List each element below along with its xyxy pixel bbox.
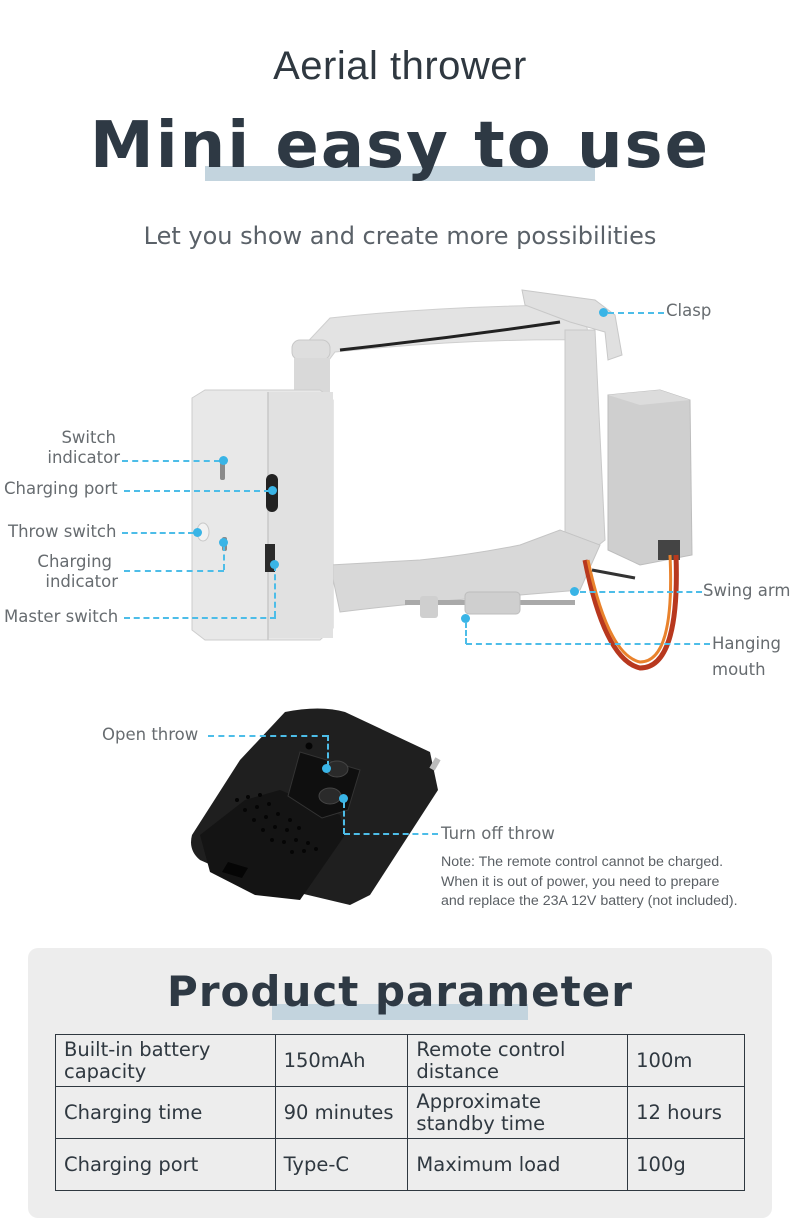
open-throw-leader-vertical	[327, 735, 329, 767]
label-turn-off-throw: Turn off throw	[441, 824, 555, 843]
param-key: Charging port	[55, 1138, 276, 1191]
open-throw-marker-dot	[322, 764, 331, 773]
label-charging-indicator-line1: Charging	[37, 552, 112, 571]
throw-switch-leader-line	[122, 532, 194, 534]
remote-control-illustration	[191, 708, 441, 905]
hero-title-block: Mini easy to use	[0, 108, 800, 188]
remote-control-diagram: Open throw Turn off throw Note: The remo…	[0, 700, 800, 940]
charging-port-marker-dot	[268, 486, 277, 495]
param-title-underline-highlight	[272, 1004, 528, 1020]
label-hanging-mouth-line2: mouth	[712, 660, 766, 679]
table-row: Charging time 90 minutes Approximate sta…	[55, 1086, 745, 1139]
charging-port-leader-line	[124, 490, 270, 492]
label-hanging-mouth-line1: Hanging	[712, 634, 781, 653]
turn-off-throw-leader-vertical	[343, 802, 345, 834]
param-key: Remote control distance	[407, 1034, 629, 1087]
turn-off-throw-leader-line	[344, 833, 438, 835]
hero-title: Mini easy to use	[90, 109, 710, 183]
master-switch-marker-dot	[270, 560, 279, 569]
param-key: Charging time	[55, 1086, 276, 1139]
label-master-switch: Master switch	[4, 607, 119, 626]
turn-off-throw-marker-dot	[339, 794, 348, 803]
param-key: Approximate standby time	[407, 1086, 629, 1139]
title-underline-highlight	[205, 166, 595, 181]
parameter-table: Built-in battery capacity 150mAh Remote …	[55, 1034, 745, 1191]
label-clasp: Clasp	[666, 301, 712, 320]
label-switch-indicator-line2: indicator	[47, 448, 120, 467]
charging-indicator-marker-dot	[219, 538, 228, 547]
master-switch-leader-vertical	[274, 565, 276, 617]
thrower-device-illustration	[191, 289, 693, 671]
switch-indicator-leader-line	[122, 460, 220, 462]
label-swing-arm: Swing arm	[703, 581, 791, 600]
hanging-mouth-marker-dot	[461, 614, 470, 623]
param-title-block: Product parameter	[28, 964, 772, 1024]
swing-arm-marker-dot	[570, 587, 579, 596]
label-charging-indicator-line2: indicator	[45, 572, 118, 591]
charging-indicator-leader-vertical	[223, 545, 225, 570]
table-row: Charging port Type-C Maximum load 100g	[55, 1138, 745, 1191]
open-throw-leader-line	[208, 735, 328, 737]
label-switch-indicator-line1: Switch	[61, 428, 116, 447]
param-value: 100m	[627, 1034, 745, 1087]
param-key: Built-in battery capacity	[55, 1034, 276, 1087]
label-charging-port: Charging port	[4, 479, 118, 498]
product-subtitle: Aerial thrower	[273, 44, 527, 88]
label-throw-switch: Throw switch	[8, 522, 117, 541]
label-open-throw: Open throw	[102, 725, 199, 744]
param-value: Type-C	[274, 1138, 409, 1191]
table-row: Built-in battery capacity 150mAh Remote …	[55, 1034, 745, 1087]
swing-arm-leader-line	[580, 591, 702, 593]
param-value: 90 minutes	[274, 1086, 409, 1139]
master-switch-leader-line	[124, 617, 276, 619]
clasp-marker-dot	[599, 308, 608, 317]
clasp-leader-line	[608, 312, 664, 314]
switch-indicator-marker-dot	[219, 456, 228, 465]
tagline: Let you show and create more possibiliti…	[143, 222, 657, 250]
product-parameter-panel: Product parameter Built-in battery capac…	[28, 948, 772, 1218]
charging-indicator-leader-line	[124, 570, 224, 572]
param-key: Maximum load	[407, 1138, 629, 1191]
hanging-mouth-leader-line	[466, 643, 710, 645]
param-value: 150mAh	[274, 1034, 409, 1087]
param-value: 12 hours	[627, 1086, 745, 1139]
param-title: Product parameter	[167, 967, 633, 1016]
hanging-mouth-leader-vertical	[465, 622, 467, 644]
remote-battery-note: Note: The remote control cannot be charg…	[441, 854, 738, 909]
aerial-thrower-device-diagram: Clasp Switch indicator Charging port Thr…	[0, 280, 800, 700]
param-value: 100g	[627, 1138, 745, 1191]
throw-switch-marker-dot	[193, 528, 202, 537]
